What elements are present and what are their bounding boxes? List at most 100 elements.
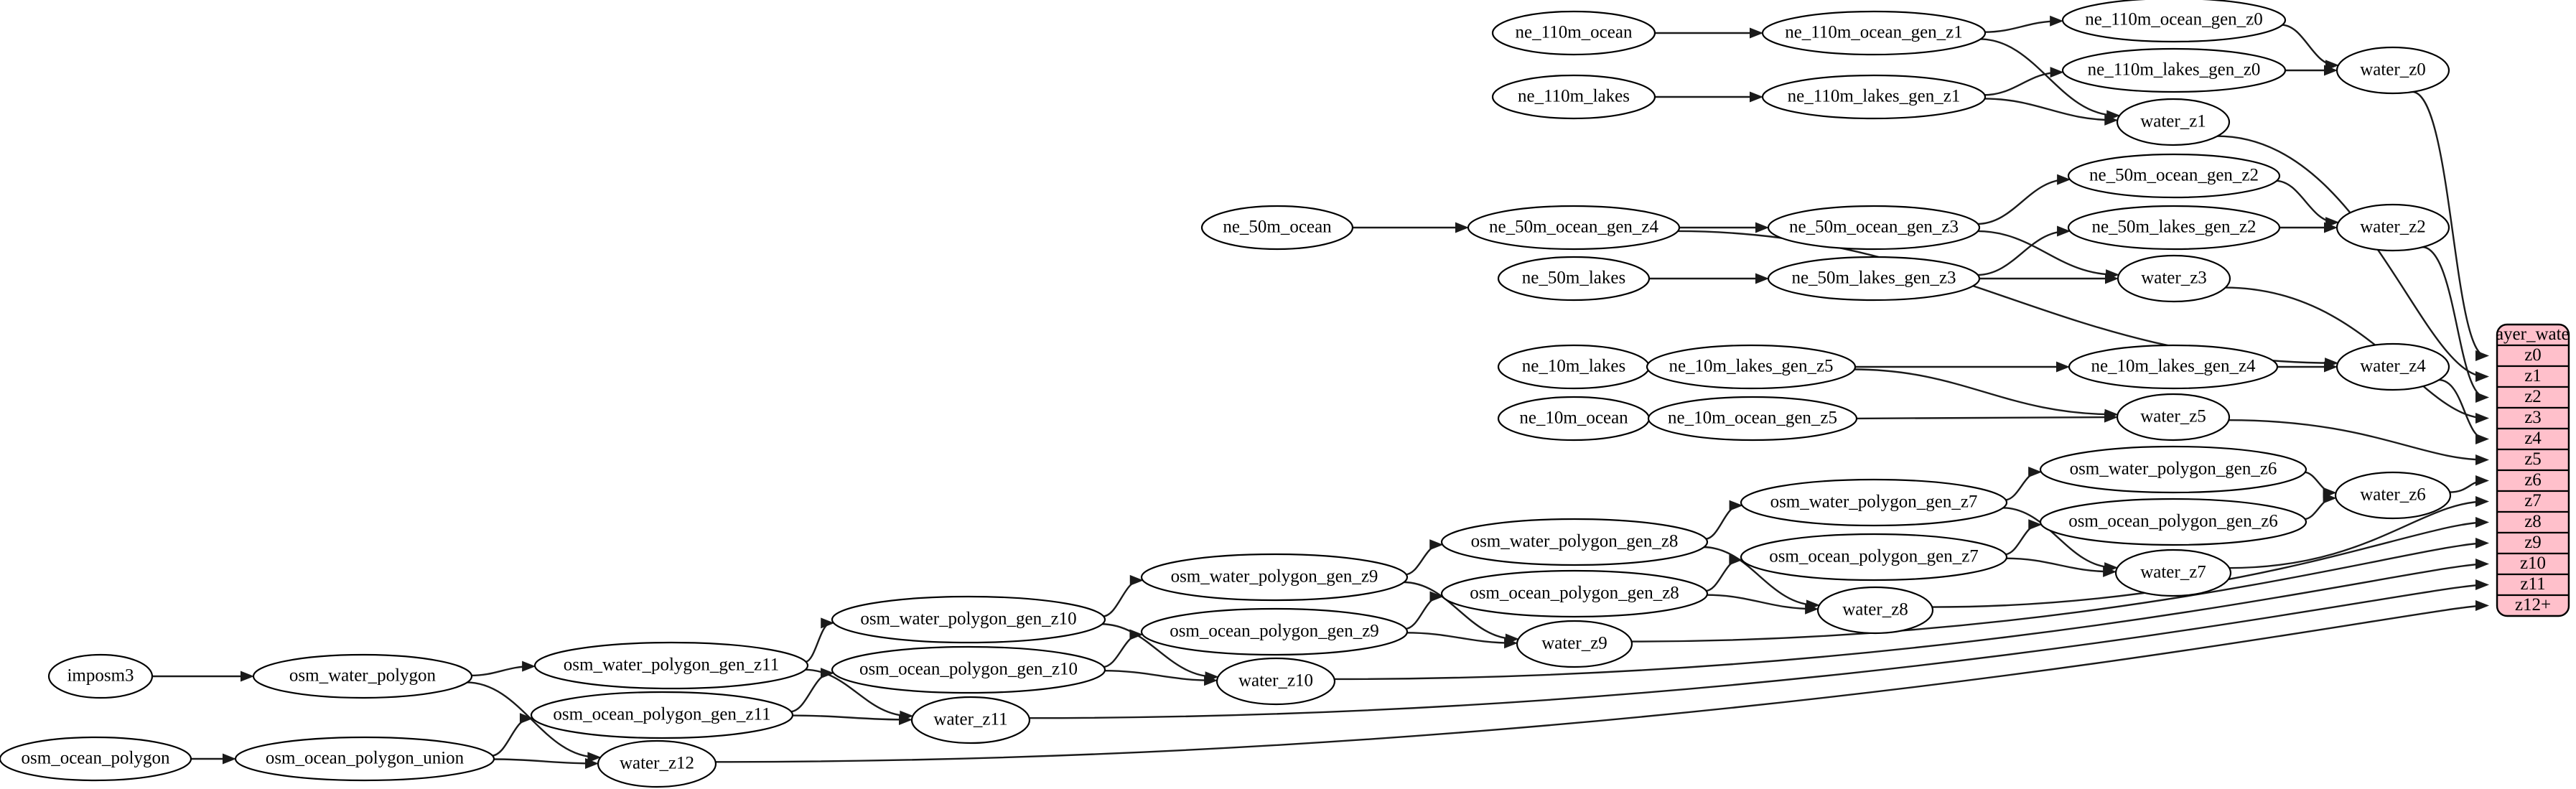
layer-water-label-z0: z0	[2524, 345, 2542, 365]
graph-node-osm_water_polygon_gen_z8[interactable]: osm_water_polygon_gen_z8	[1440, 518, 1709, 566]
layer-water-row-z8[interactable]	[2497, 510, 2569, 534]
node-shape-osm_ocean_polygon	[0, 736, 192, 782]
graph-node-water_z3[interactable]: water_z3	[2117, 254, 2231, 303]
node-shape-water_z7	[2114, 548, 2232, 597]
graph-node-water_z9[interactable]: water_z9	[1516, 620, 1633, 668]
node-shape-osm_ocean_polygon_gen_z8	[1440, 569, 1709, 618]
graph-node-water_z2[interactable]: water_z2	[2335, 203, 2450, 252]
graph-node-water_z7[interactable]: water_z7	[2114, 548, 2232, 597]
node-shape-water_z8	[1816, 586, 1934, 635]
graph-node-ne_50m_ocean[interactable]: ne_50m_ocean	[1200, 205, 1354, 251]
graph-node-ne_50m_ocean_gen_z2[interactable]: ne_50m_ocean_gen_z2	[2067, 153, 2281, 199]
graph-node-osm_ocean_polygon[interactable]: osm_ocean_polygon	[0, 736, 192, 782]
graph-node-ne_50m_ocean_gen_z4[interactable]: ne_50m_ocean_gen_z4	[1467, 205, 1681, 251]
node-label-osm_ocean_polygon_union: osm_ocean_polygon_union	[266, 749, 465, 768]
graph-node-water_z11[interactable]: water_z11	[910, 696, 1031, 744]
graph-node-water_z8[interactable]: water_z8	[1816, 586, 1934, 635]
graph-edge-arrowhead	[2475, 371, 2489, 382]
graph-node-osm_ocean_polygon_gen_z8[interactable]: osm_ocean_polygon_gen_z8	[1440, 569, 1709, 618]
graph-edge-arrowhead	[2057, 225, 2071, 237]
node-shape-ne_50m_lakes_gen_z3	[1767, 256, 1981, 302]
graph-node-osm_ocean_polygon_gen_z6[interactable]: osm_ocean_polygon_gen_z6	[2039, 498, 2307, 546]
graph-edge-water_z7-to-layer_water-z7	[2229, 500, 2486, 569]
layer-water-table: layer_waterz0z1z2z3z4z5z6z7z8z9z10z11z12…	[2496, 323, 2570, 617]
graph-edge-arrowhead	[2324, 65, 2338, 76]
graph-node-ne_10m_lakes_gen_z5[interactable]: ne_10m_lakes_gen_z5	[1646, 344, 1857, 390]
node-shape-osm_water_polygon_gen_z6	[2039, 445, 2307, 494]
graph-node-osm_ocean_polygon_gen_z10[interactable]: osm_ocean_polygon_gen_z10	[831, 645, 1106, 694]
graph-node-ne_110m_lakes[interactable]: ne_110m_lakes	[1491, 74, 1656, 120]
graph-node-osm_water_polygon_gen_z7[interactable]: osm_water_polygon_gen_z7	[1740, 478, 2008, 527]
node-shape-osm_water_polygon_gen_z9	[1140, 553, 1409, 602]
graph-node-ne_50m_lakes[interactable]: ne_50m_lakes	[1497, 256, 1651, 302]
graph-node-osm_water_polygon_gen_z10[interactable]: osm_water_polygon_gen_z10	[831, 595, 1106, 644]
graph-edge-ne_50m_ocean_gen_z3-to-water_z3	[1977, 230, 2117, 276]
graph-node-osm_ocean_polygon_union[interactable]: osm_ocean_polygon_union	[234, 736, 495, 782]
graph-edge-water_z9-to-layer_water-z9	[1630, 542, 2486, 643]
graph-node-water_z1[interactable]: water_z1	[2116, 98, 2231, 146]
graph-edge-ne_50m_ocean_gen_z4-to-water_z4	[1676, 230, 2335, 364]
graph-node-ne_110m_ocean[interactable]: ne_110m_ocean	[1491, 10, 1656, 56]
node-shape-water_z10	[1215, 657, 1336, 706]
graph-node-ne_110m_lakes_gen_z1[interactable]: ne_110m_lakes_gen_z1	[1761, 74, 1987, 120]
node-shape-osm_ocean_polygon_gen_z7	[1740, 533, 2008, 582]
graph-node-ne_10m_ocean_gen_z5[interactable]: ne_10m_ocean_gen_z5	[1647, 396, 1858, 442]
node-shape-water_z12	[597, 739, 717, 788]
graph-edge-osm_ocean_polygon_gen_z11-to-osm_ocean_polygon_gen_z10	[790, 672, 831, 713]
graph-edge-ne_110m_lakes_gen_z1-to-ne_110m_lakes_gen_z0	[1983, 71, 2061, 96]
graph-node-ne_110m_ocean_gen_z0[interactable]: ne_110m_ocean_gen_z0	[2061, 0, 2287, 43]
node-shape-osm_ocean_polygon_gen_z6	[2039, 498, 2307, 546]
layer-water-row-z7[interactable]	[2497, 490, 2569, 513]
node-shape-water_z0	[2335, 46, 2450, 95]
graph-node-water_z12[interactable]: water_z12	[597, 739, 717, 788]
graph-node-ne_110m_lakes_gen_z0[interactable]: ne_110m_lakes_gen_z0	[2061, 47, 2287, 93]
graph-node-osm_ocean_polygon_gen_z11[interactable]: osm_ocean_polygon_gen_z11	[530, 691, 794, 739]
graph-node-ne_50m_lakes_gen_z2[interactable]: ne_50m_lakes_gen_z2	[2067, 205, 2281, 251]
graph-edge-arrowhead	[2475, 600, 2489, 611]
node-label-ne_110m_ocean_gen_z0: ne_110m_ocean_gen_z0	[2085, 10, 2263, 29]
graph-edge-arrowhead	[1129, 629, 1144, 640]
graph-node-water_z0[interactable]: water_z0	[2335, 46, 2450, 95]
graph-node-water_z5[interactable]: water_z5	[2116, 393, 2231, 442]
node-shape-osm_water_polygon_gen_z11	[533, 641, 809, 690]
graph-node-osm_water_polygon_gen_z6[interactable]: osm_water_polygon_gen_z6	[2039, 445, 2307, 494]
graph-node-water_z6[interactable]: water_z6	[2334, 471, 2452, 520]
graph-edge-arrowhead	[2475, 350, 2489, 361]
layer-water-label-z6: z6	[2524, 470, 2542, 490]
node-shape-osm_ocean_polygon_gen_z11	[530, 691, 794, 739]
node-shape-ne_10m_lakes_gen_z5	[1646, 344, 1857, 390]
layer-water-row-z6[interactable]	[2497, 469, 2569, 492]
graph-node-water_z4[interactable]: water_z4	[2335, 342, 2450, 391]
node-label-ne_10m_lakes_gen_z5: ne_10m_lakes_gen_z5	[1669, 357, 1833, 376]
graph-edge-osm_water_polygon_gen_z11-to-osm_water_polygon_gen_z10	[804, 622, 831, 663]
graph-edge-arrowhead	[1504, 638, 1518, 649]
node-label-water_z7: water_z7	[2140, 563, 2206, 582]
graph-node-imposm3[interactable]: imposm3	[47, 653, 154, 699]
layer-water-row-z2[interactable]	[2497, 386, 2569, 409]
node-shape-osm_water_polygon	[252, 653, 473, 699]
graph-node-ne_50m_ocean_gen_z3[interactable]: ne_50m_ocean_gen_z3	[1767, 205, 1981, 251]
graph-edge-osm_ocean_polygon_gen_z7-to-osm_ocean_polygon_gen_z6	[2004, 523, 2039, 556]
graph-edge-water_z2-to-layer_water-z2	[2422, 246, 2486, 398]
graph-node-osm_ocean_polygon_gen_z7[interactable]: osm_ocean_polygon_gen_z7	[1740, 533, 2008, 582]
graph-node-ne_50m_lakes_gen_z3[interactable]: ne_50m_lakes_gen_z3	[1767, 256, 1981, 302]
graph-node-osm_water_polygon_gen_z9[interactable]: osm_water_polygon_gen_z9	[1140, 553, 1409, 602]
layer-water-row-z12+[interactable]	[2497, 594, 2569, 616]
layer-water-row-z0[interactable]	[2497, 344, 2569, 368]
graph-node-ne_10m_lakes[interactable]: ne_10m_lakes	[1497, 344, 1651, 390]
node-label-water_z5: water_z5	[2140, 407, 2206, 426]
graph-node-osm_water_polygon_gen_z11[interactable]: osm_water_polygon_gen_z11	[533, 641, 809, 690]
node-label-water_z2: water_z2	[2360, 218, 2426, 237]
graph-edge-arrowhead	[2050, 67, 2064, 78]
node-shape-ne_50m_lakes	[1497, 256, 1651, 302]
graph-edge-osm_ocean_polygon_gen_z8-to-osm_ocean_polygon_gen_z7	[1704, 559, 1740, 592]
graph-node-water_z10[interactable]: water_z10	[1215, 657, 1336, 706]
graph-node-osm_water_polygon[interactable]: osm_water_polygon	[252, 653, 473, 699]
graph-node-ne_110m_ocean_gen_z1[interactable]: ne_110m_ocean_gen_z1	[1761, 10, 1987, 56]
graph-node-osm_ocean_polygon_gen_z9[interactable]: osm_ocean_polygon_gen_z9	[1140, 607, 1409, 656]
graph-node-ne_10m_ocean[interactable]: ne_10m_ocean	[1497, 396, 1651, 442]
graph-node-ne_10m_lakes_gen_z4[interactable]: ne_10m_lakes_gen_z4	[2068, 344, 2279, 390]
graph-edge-arrowhead	[821, 617, 835, 629]
layer-water-label-z7: z7	[2524, 491, 2542, 510]
